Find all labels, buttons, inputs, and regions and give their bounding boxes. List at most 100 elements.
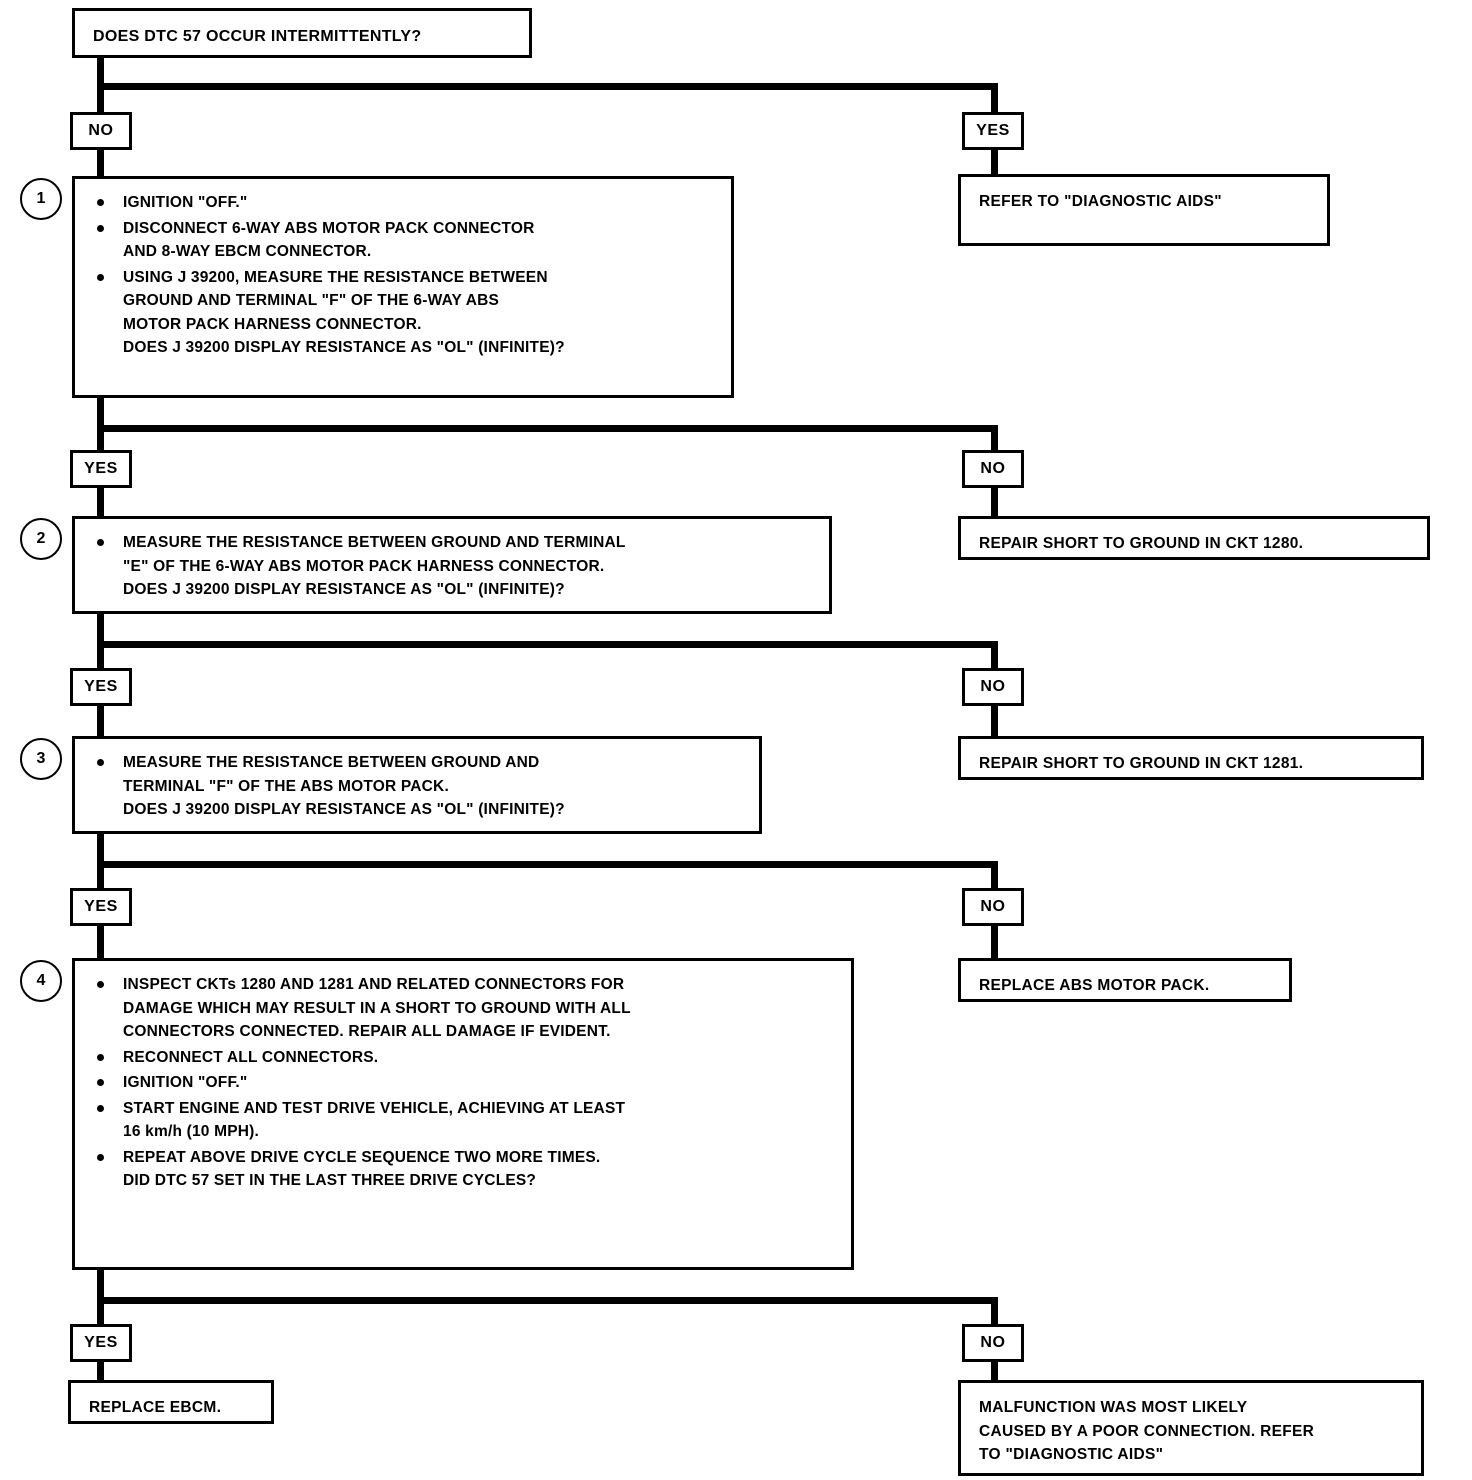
step-1-bullets: IGNITION "OFF." DISCONNECT 6-WAY ABS MOT… (89, 191, 721, 360)
tag-no-step1: NO (962, 450, 1024, 488)
refer-diagnostic-aids-text: REFER TO "DIAGNOSTIC AIDS" (979, 193, 1222, 210)
step-2-bullets: MEASURE THE RESISTANCE BETWEEN GROUND AN… (89, 531, 819, 602)
refer-diagnostic-aids-box: REFER TO "DIAGNOSTIC AIDS" (958, 174, 1330, 246)
tag-yes-label: YES (976, 122, 1010, 139)
connector-step1-no-to-repair1280 (991, 486, 998, 518)
list-item: START ENGINE AND TEST DRIVE VEHICLE, ACH… (89, 1097, 841, 1144)
connector-step3-no-to-replace-pack (991, 924, 998, 958)
bullet-text: RECONNECT ALL CONNECTORS. (123, 1048, 379, 1066)
bullet-text: IGNITION "OFF." (123, 1074, 248, 1092)
bullet-dot-icon (97, 1104, 104, 1112)
bullet-dot-icon (97, 273, 104, 281)
step-1-box: IGNITION "OFF." DISCONNECT 6-WAY ABS MOT… (72, 176, 734, 398)
poor-connection-box: MALFUNCTION WAS MOST LIKELY CAUSED BY A … (958, 1380, 1424, 1476)
step-number-4-label: 4 (36, 972, 46, 989)
step-number-3-label: 3 (36, 750, 46, 767)
bullet-text: INSPECT CKTs 1280 AND 1281 AND RELATED C… (123, 976, 631, 1041)
list-item: REPEAT ABOVE DRIVE CYCLE SEQUENCE TWO MO… (89, 1146, 841, 1193)
bullet-question-text: DOES J 39200 DISPLAY RESISTANCE AS "OL" … (123, 801, 565, 819)
bullet-text: MEASURE THE RESISTANCE BETWEEN GROUND AN… (123, 534, 626, 575)
bullet-dot-icon (97, 539, 104, 546)
tag-yes-label: YES (84, 460, 118, 477)
bullet-question-text: DID DTC 57 SET IN THE LAST THREE DRIVE C… (123, 1172, 537, 1190)
start-question-box: DOES DTC 57 OCCUR INTERMITTENTLY? (72, 8, 532, 58)
list-item: MEASURE THE RESISTANCE BETWEEN GROUND AN… (89, 751, 749, 822)
step-4-bullets: INSPECT CKTs 1280 AND 1281 AND RELATED C… (89, 973, 841, 1193)
replace-ebcm-text: REPLACE EBCM. (89, 1399, 222, 1416)
tag-yes-label: YES (84, 898, 118, 915)
poor-connection-text: MALFUNCTION WAS MOST LIKELY CAUSED BY A … (979, 1399, 1315, 1464)
bullet-text: USING J 39200, MEASURE THE RESISTANCE BE… (123, 268, 548, 333)
connector-step4-split (97, 1297, 998, 1304)
replace-ebcm-box: REPLACE EBCM. (68, 1380, 274, 1424)
tag-yes-step0: YES (962, 112, 1024, 150)
step-number-2: 2 (20, 518, 62, 560)
bullet-dot-icon (97, 759, 104, 766)
replace-abs-motor-pack-text: REPLACE ABS MOTOR PACK. (979, 977, 1210, 994)
connector-step4-yes-to-replace-ebcm (97, 1360, 104, 1382)
connector-step3-down (97, 834, 104, 866)
step-2-box: MEASURE THE RESISTANCE BETWEEN GROUND AN… (72, 516, 832, 614)
repair-short-1281-text: REPAIR SHORT TO GROUND IN CKT 1281. (979, 755, 1304, 772)
connector-start-right-down (991, 83, 998, 118)
connector-step2-left-down (97, 641, 104, 671)
bullet-dot-icon (97, 224, 104, 232)
bullet-dot-icon (97, 981, 104, 988)
connector-step1-left-down (97, 425, 104, 455)
connector-step2-no-to-repair1281 (991, 704, 998, 736)
tag-yes-step4: YES (70, 1324, 132, 1362)
connector-step4-right-down (991, 1297, 998, 1327)
start-question-text: DOES DTC 57 OCCUR INTERMITTENTLY? (93, 28, 422, 45)
bullet-text: START ENGINE AND TEST DRIVE VEHICLE, ACH… (123, 1099, 626, 1141)
tag-yes-step1: YES (70, 450, 132, 488)
list-item: RECONNECT ALL CONNECTORS. (89, 1046, 841, 1070)
bullet-text: REPEAT ABOVE DRIVE CYCLE SEQUENCE TWO MO… (123, 1148, 601, 1166)
connector-yes-to-aids (991, 148, 998, 176)
connector-step4-left-down (97, 1297, 104, 1327)
step-number-4: 4 (20, 960, 62, 1002)
tag-no-step2: NO (962, 668, 1024, 706)
connector-step1-split (97, 425, 998, 432)
connector-step3-split (97, 861, 998, 868)
bullet-dot-icon (97, 1153, 104, 1161)
replace-abs-motor-pack-box: REPLACE ABS MOTOR PACK. (958, 958, 1292, 1002)
connector-step3-left-down (97, 861, 104, 891)
step-3-bullets: MEASURE THE RESISTANCE BETWEEN GROUND AN… (89, 751, 749, 822)
step-number-1-label: 1 (36, 190, 46, 207)
bullet-dot-icon (97, 199, 104, 206)
tag-no-label: NO (980, 678, 1006, 695)
list-item: IGNITION "OFF." (89, 191, 721, 215)
tag-yes-step2: YES (70, 668, 132, 706)
repair-short-1280-box: REPAIR SHORT TO GROUND IN CKT 1280. (958, 516, 1430, 560)
repair-short-1281-box: REPAIR SHORT TO GROUND IN CKT 1281. (958, 736, 1424, 780)
connector-step1-yes-to-step2 (97, 486, 104, 518)
tag-no-label: NO (980, 898, 1006, 915)
connector-step2-right-down (991, 641, 998, 671)
tag-no-step3: NO (962, 888, 1024, 926)
list-item: DISCONNECT 6-WAY ABS MOTOR PACK CONNECTO… (89, 217, 721, 264)
connector-step2-down (97, 614, 104, 646)
tag-yes-step3: YES (70, 888, 132, 926)
connector-step1-down (97, 398, 104, 430)
bullet-question-text: DOES J 39200 DISPLAY RESISTANCE AS "OL" … (123, 581, 565, 599)
bullet-text: DISCONNECT 6-WAY ABS MOTOR PACK CONNECTO… (123, 219, 535, 261)
step-number-2-label: 2 (36, 530, 46, 547)
connector-start-left-down (97, 83, 104, 118)
tag-no-label: NO (980, 460, 1006, 477)
connector-step4-no-to-poor-connection (991, 1360, 998, 1382)
bullet-dot-icon (97, 1053, 104, 1061)
tag-yes-label: YES (84, 678, 118, 695)
tag-no-step4: NO (962, 1324, 1024, 1362)
bullet-text: IGNITION "OFF." (123, 194, 248, 211)
connector-start-split (97, 83, 998, 90)
list-item: IGNITION "OFF." (89, 1071, 841, 1095)
connector-step1-right-down (991, 425, 998, 455)
connector-step3-right-down (991, 861, 998, 891)
connector-start-down (97, 58, 104, 88)
connector-no-to-step1 (97, 148, 104, 178)
step-number-1: 1 (20, 178, 62, 220)
list-item: USING J 39200, MEASURE THE RESISTANCE BE… (89, 266, 721, 360)
repair-short-1280-text: REPAIR SHORT TO GROUND IN CKT 1280. (979, 535, 1304, 552)
tag-yes-label: YES (84, 1334, 118, 1351)
tag-no-label: NO (980, 1334, 1006, 1351)
